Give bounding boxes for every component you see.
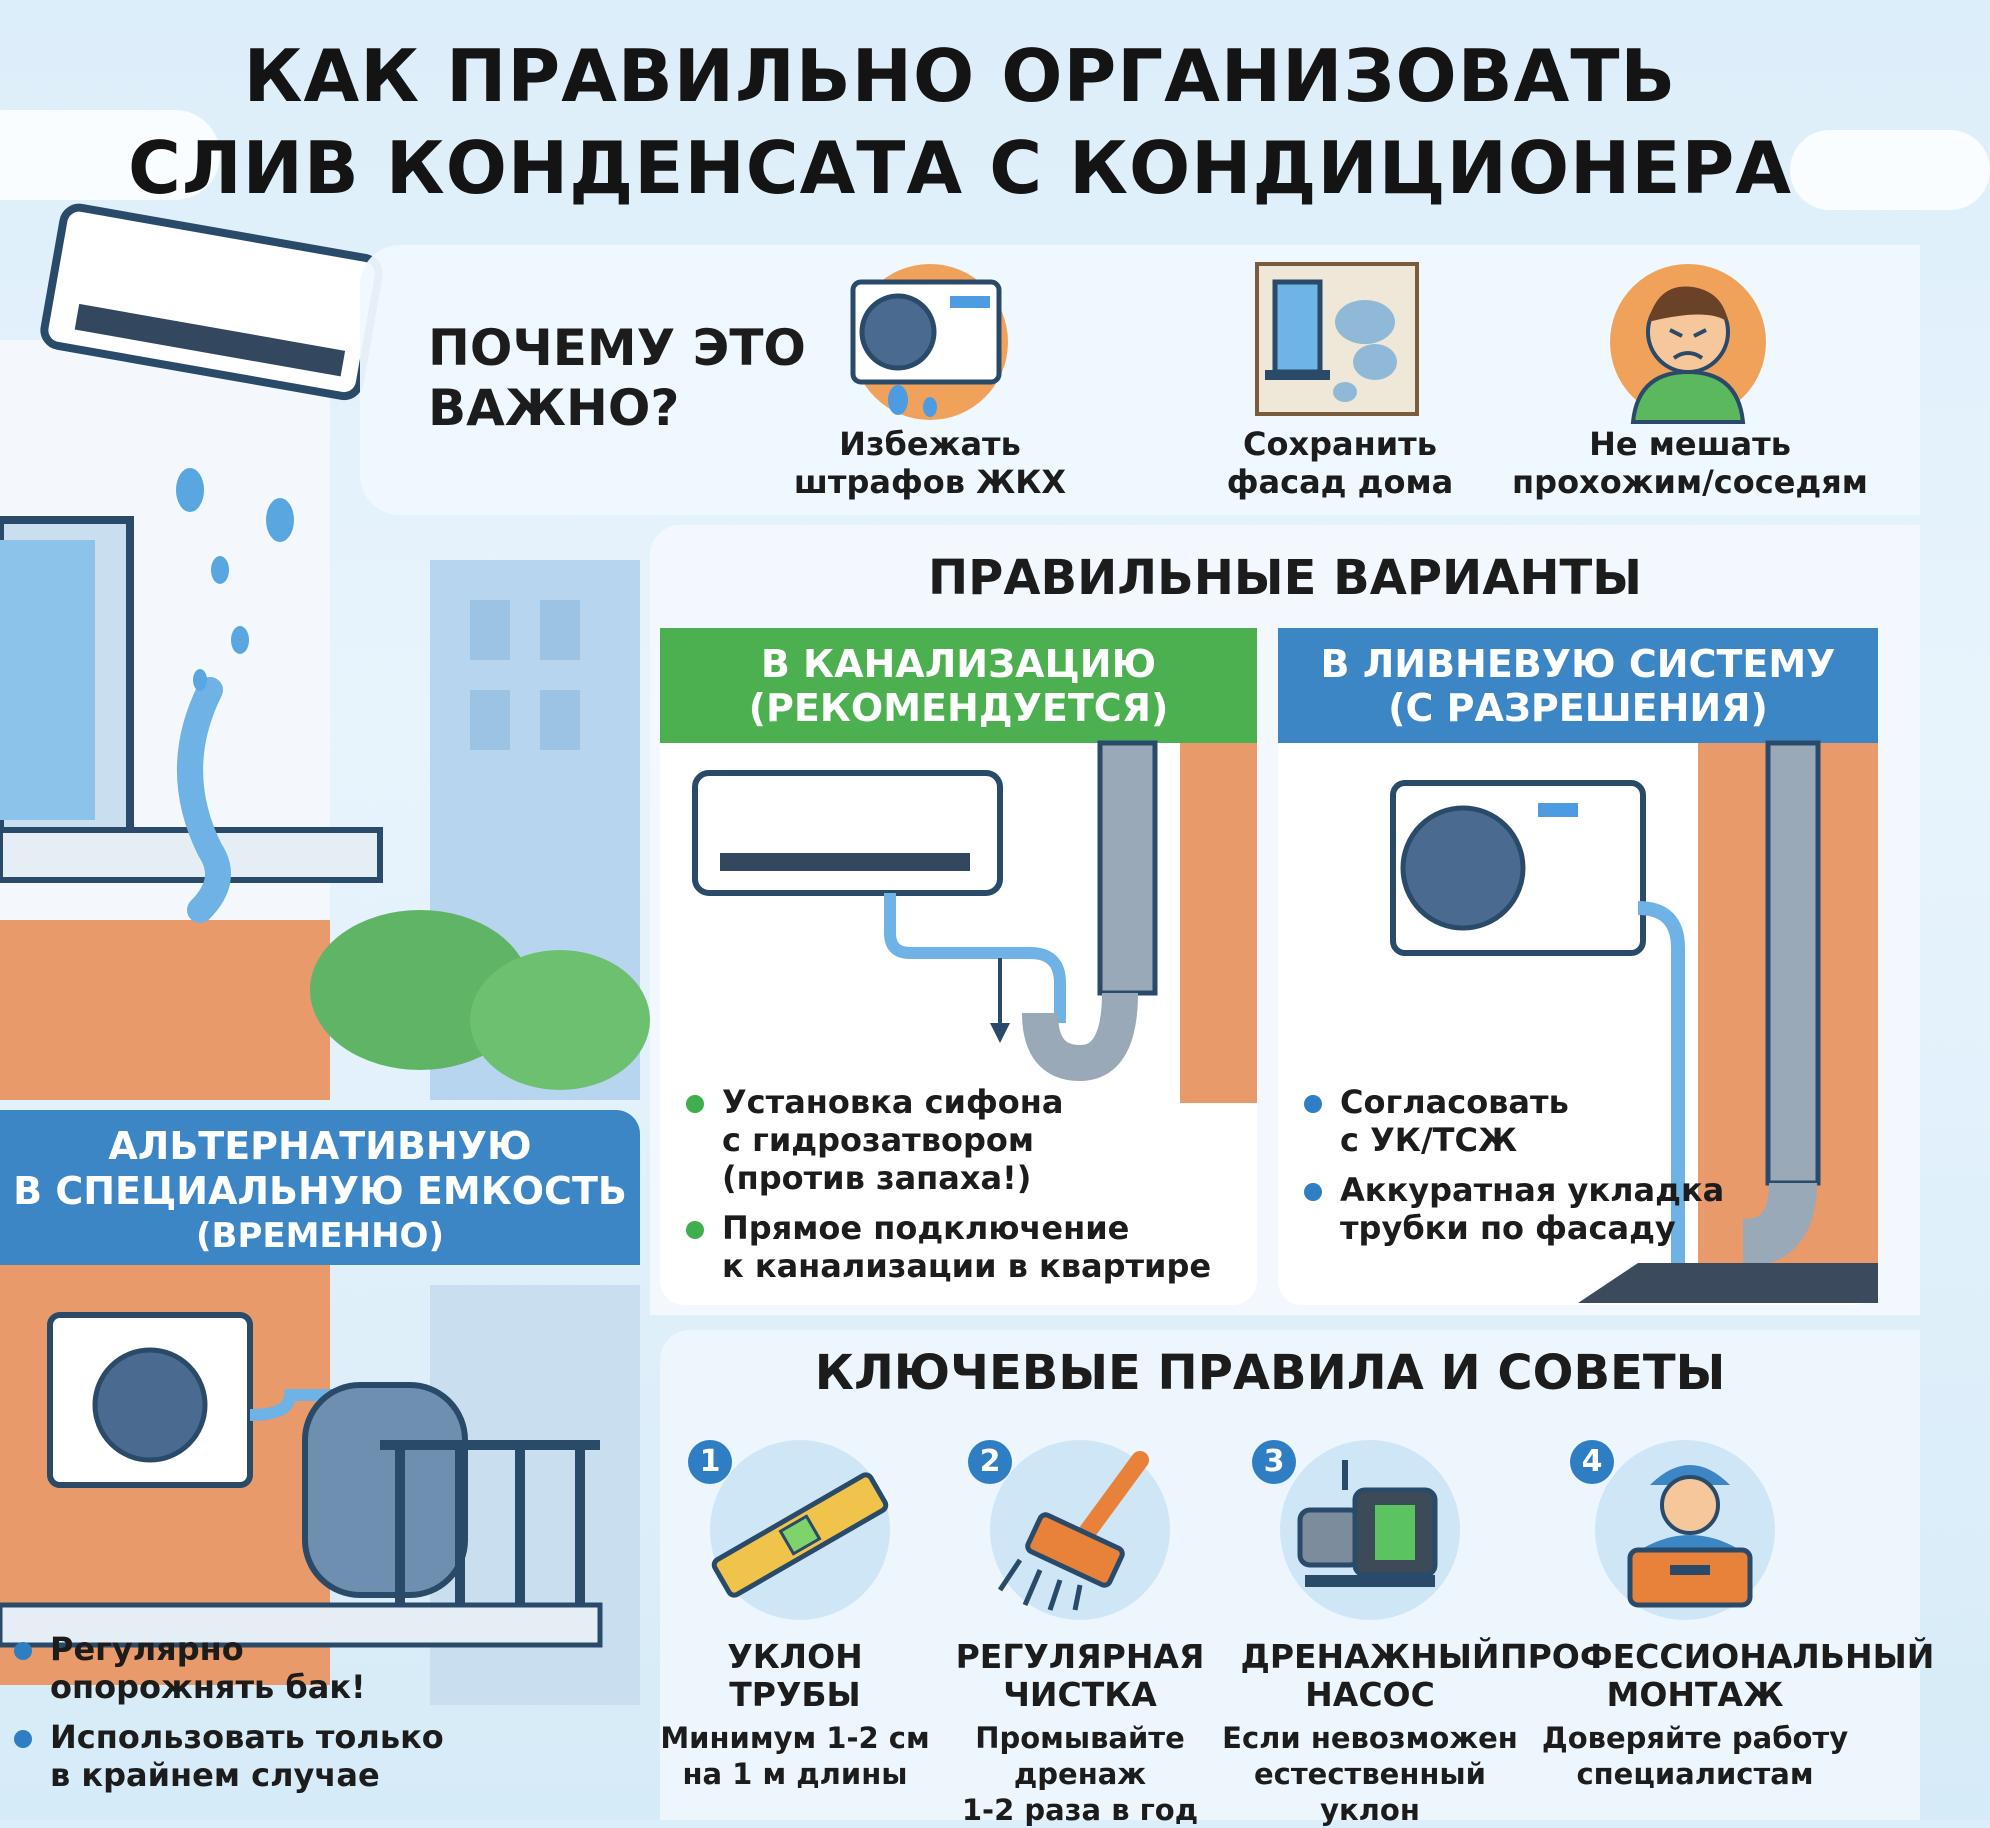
cloud-decoration bbox=[1790, 130, 1990, 210]
why-item-neighbors: Не мешать прохожим/соседям bbox=[1500, 425, 1880, 501]
alternative-header-line: В СПЕЦИАЛЬНУЮ ЕМКОСТЬ bbox=[13, 1169, 627, 1213]
rule-text: Промывайте дренаж 1-2 раза в год bbox=[930, 1720, 1230, 1828]
rule-text: Если невозможен естественный уклон bbox=[1220, 1720, 1520, 1828]
bullet-text: Использовать только bbox=[50, 1718, 444, 1756]
bullet-text: Установка сифона bbox=[722, 1083, 1064, 1121]
rule-text: Доверяйте работу специалистам bbox=[1530, 1720, 1860, 1792]
page-title: КАК ПРАВИЛЬНО ОРГАНИЗОВАТЬ СЛИВ КОНДЕНСА… bbox=[0, 30, 1920, 214]
alternative-bullets: Регулярно опорожнять бак! Использовать т… bbox=[14, 1630, 534, 1806]
bullet-text: с УК/ТСЖ bbox=[1340, 1121, 1518, 1159]
title-line: КАК ПРАВИЛЬНО ОРГАНИЗОВАТЬ bbox=[243, 34, 1677, 118]
storm-option-header: В ЛИВНЕВУЮ СИСТЕМУ (С РАЗРЕШЕНИЯ) bbox=[1278, 628, 1878, 743]
rule-text: Минимум 1-2 см на 1 м длины bbox=[660, 1720, 930, 1792]
bullet-text: Регулярно bbox=[50, 1630, 244, 1668]
storm-drain-illustration bbox=[1390, 740, 1878, 1303]
rule-title-line: УКЛОН ТРУБЫ bbox=[727, 1637, 863, 1714]
why-item-text: Избежать bbox=[839, 425, 1021, 463]
bullet-text: к канализации в квартире bbox=[722, 1247, 1212, 1285]
rule-title-line: МОНТАЖ bbox=[1606, 1675, 1784, 1714]
bullet-text: Аккуратная укладка bbox=[1340, 1171, 1725, 1209]
brush-icon bbox=[997, 1451, 1149, 1611]
alternative-bullet: Регулярно опорожнять бак! bbox=[14, 1630, 534, 1706]
sewer-option-header: В КАНАЛИЗАЦИЮ (РЕКОМЕНДУЕТСЯ) bbox=[660, 628, 1257, 743]
sewer-header-line: (РЕКОМЕНДУЕТСЯ) bbox=[748, 686, 1169, 730]
sewer-siphon-illustration bbox=[692, 740, 1257, 1103]
rule-title-line: ДРЕНАЖНЫЙ bbox=[1240, 1637, 1500, 1676]
alternative-header-line: АЛЬТЕРНАТИВНУЮ bbox=[108, 1124, 532, 1168]
rule-title: ПРОФЕССИОНАЛЬНЫЙ МОНТАЖ bbox=[1500, 1637, 1935, 1714]
why-item-fines: Избежать штрафов ЖКХ bbox=[780, 425, 1080, 501]
bullet-text: опорожнять бак! bbox=[50, 1668, 366, 1706]
why-title-line: ПОЧЕМУ ЭТО bbox=[428, 319, 806, 377]
cloud-decoration bbox=[0, 110, 220, 200]
sewer-option-card: В КАНАЛИЗАЦИЮ (РЕКОМЕНДУЕТСЯ) Установка … bbox=[660, 628, 1257, 1305]
rule-text-line: на 1 м длины bbox=[682, 1757, 908, 1791]
storm-bullet: Согласовать с УК/ТСЖ bbox=[1304, 1083, 1744, 1159]
rule-title-line: ПРОФЕССИОНАЛЬНЫЙ bbox=[1500, 1637, 1935, 1676]
rule-text-line: Минимум 1-2 см bbox=[660, 1721, 930, 1755]
rule-title-line: ЧИСТКА bbox=[1003, 1675, 1157, 1714]
bullet-text: в крайнем случае bbox=[50, 1756, 380, 1794]
stained-facade-icon bbox=[1255, 262, 1419, 416]
bullet-text: трубки по фасаду bbox=[1340, 1209, 1676, 1247]
storm-option-card: В ЛИВНЕВУЮ СИСТЕМУ (С РАЗРЕШЕНИЯ) Соглас… bbox=[1278, 628, 1878, 1305]
level-tool-icon bbox=[711, 1472, 889, 1598]
rule-text-line: Промывайте дренаж bbox=[975, 1721, 1185, 1791]
bullet-text: (против запаха!) bbox=[722, 1159, 1032, 1197]
rules-title: КЛЮЧЕВЫЕ ПРАВИЛА И СОВЕТЫ bbox=[814, 1345, 1726, 1401]
why-item-text: штрафов ЖКХ bbox=[793, 463, 1067, 501]
storm-bullet: Аккуратная укладка трубки по фасаду bbox=[1304, 1171, 1744, 1247]
why-item-facade: Сохранить фасад дома bbox=[1190, 425, 1490, 501]
rule-title: РЕГУЛЯРНАЯ ЧИСТКА bbox=[930, 1638, 1230, 1714]
dripping-ac-illustration bbox=[0, 203, 650, 1100]
rule-title-line: НАСОС bbox=[1305, 1675, 1435, 1714]
storm-bullets: Согласовать с УК/ТСЖ Аккуратная укладка … bbox=[1304, 1083, 1744, 1259]
rule-text-line: специалистам bbox=[1576, 1757, 1814, 1791]
rule-text-line: Если невозможен bbox=[1222, 1721, 1518, 1755]
rule-number: 3 bbox=[1252, 1440, 1296, 1484]
sewer-header-line: В КАНАЛИЗАЦИЮ bbox=[760, 642, 1157, 686]
sewer-bullets: Установка сифона с гидрозатвором (против… bbox=[686, 1083, 1246, 1297]
rule-title: ДРЕНАЖНЫЙ НАСОС bbox=[1220, 1638, 1520, 1714]
why-title-line: ВАЖНО? bbox=[428, 379, 680, 437]
pump-icon bbox=[1297, 1460, 1438, 1587]
rule-text-line: естественный уклон bbox=[1254, 1757, 1486, 1827]
sewer-bullet: Установка сифона с гидрозатвором (против… bbox=[686, 1083, 1246, 1197]
rule-text-line: 1-2 раза в год bbox=[961, 1793, 1199, 1827]
storm-header-line: В ЛИВНЕВУЮ СИСТЕМУ bbox=[1320, 642, 1836, 686]
rule-number: 4 bbox=[1570, 1440, 1614, 1484]
rule-title: УКЛОН ТРУБЫ bbox=[660, 1638, 930, 1714]
alternative-bullet: Использовать только в крайнем случае bbox=[14, 1718, 534, 1794]
bullet-text: Согласовать bbox=[1340, 1083, 1569, 1121]
outdoor-unit-drip-icon bbox=[850, 264, 1008, 420]
why-item-text: Не мешать bbox=[1589, 425, 1791, 463]
storm-header-line: (С РАЗРЕШЕНИЯ) bbox=[1388, 686, 1768, 730]
angry-person-icon bbox=[1610, 264, 1766, 424]
title-line: СЛИВ КОНДЕНСАТА С КОНДИЦИОНЕРА bbox=[128, 126, 1792, 210]
why-item-text: прохожим/соседям bbox=[1512, 463, 1868, 501]
sewer-bullet: Прямое подключение к канализации в кварт… bbox=[686, 1209, 1246, 1285]
tank-balcony-illustration bbox=[0, 1265, 640, 1705]
rule-text-line: Доверяйте работу bbox=[1541, 1721, 1849, 1755]
rule-title-line: РЕГУЛЯРНАЯ bbox=[955, 1637, 1205, 1676]
why-item-text: фасад дома bbox=[1226, 463, 1454, 501]
rule-number: 1 bbox=[688, 1440, 732, 1484]
correct-variants-title: ПРАВИЛЬНЫЕ ВАРИАНТЫ bbox=[928, 550, 1642, 606]
alternative-header-line: (ВРЕМЕННО) bbox=[195, 1216, 444, 1256]
bullet-text: Прямое подключение bbox=[722, 1209, 1130, 1247]
why-item-text: Сохранить bbox=[1243, 425, 1437, 463]
why-important-title: ПОЧЕМУ ЭТО ВАЖНО? bbox=[428, 318, 806, 438]
alternative-header: АЛЬТЕРНАТИВНУЮ В СПЕЦИАЛЬНУЮ ЕМКОСТЬ (ВР… bbox=[0, 1110, 640, 1265]
bullet-text: с гидрозатвором bbox=[722, 1121, 1034, 1159]
rule-number: 2 bbox=[968, 1440, 1012, 1484]
installer-icon bbox=[1627, 1465, 1753, 1608]
